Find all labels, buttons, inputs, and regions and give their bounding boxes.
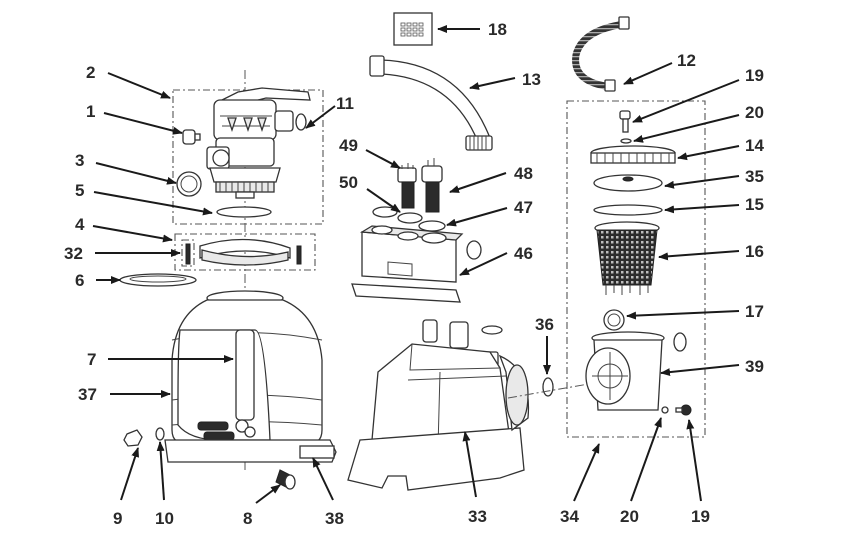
part-35-lid <box>593 174 663 192</box>
part-6-gasket <box>119 273 197 287</box>
callout-20-bottom: 20 <box>620 507 639 526</box>
callout-9: 9 <box>113 509 122 528</box>
callout-34: 34 <box>560 507 579 526</box>
part-47-o-ring <box>418 220 446 232</box>
callout-19-bottom: 19 <box>691 507 710 526</box>
part-36-o-ring <box>542 377 554 397</box>
part-17-nut <box>603 309 625 331</box>
callout-4: 4 <box>75 215 85 234</box>
callout-48: 48 <box>514 164 533 183</box>
part-4-clamp <box>199 238 291 266</box>
part-20-washer-bottom <box>661 406 669 414</box>
part-49-electrode <box>397 163 417 209</box>
pump-motor <box>347 319 530 491</box>
part-3-pressure-gauge <box>176 171 202 197</box>
part-39-strainer-housing <box>585 331 665 411</box>
part-20-washer-top <box>620 138 632 144</box>
callout-6: 6 <box>75 271 84 290</box>
union-ring <box>673 332 687 352</box>
callout-2: 2 <box>86 63 95 82</box>
filter-tank <box>164 290 337 463</box>
callout-3: 3 <box>75 151 84 170</box>
flexible-hose-12 <box>572 16 630 92</box>
part-16-strainer-basket <box>594 221 660 295</box>
callout-5: 5 <box>75 181 84 200</box>
callout-1: 1 <box>86 102 95 121</box>
callout-36: 36 <box>535 315 554 334</box>
callout-10: 10 <box>155 509 174 528</box>
callout-labels: 2 1 11 3 5 4 32 6 7 37 9 10 8 38 18 13 4… <box>64 20 764 528</box>
part-1-cap <box>182 129 201 145</box>
callout-35: 35 <box>745 167 764 186</box>
part-18-parts-bag <box>393 12 433 46</box>
pump-axis-line <box>507 381 601 399</box>
callout-14: 14 <box>745 136 764 155</box>
part-10-o-ring <box>155 427 165 441</box>
callout-47: 47 <box>514 198 533 217</box>
part-46-chlorinator-housing <box>351 225 482 303</box>
callout-19-top: 19 <box>745 66 764 85</box>
part-5-o-ring <box>216 206 272 218</box>
callout-49: 49 <box>339 136 358 155</box>
part-15-o-ring <box>593 204 663 216</box>
callout-16: 16 <box>745 242 764 261</box>
part-14-lid-ring <box>590 145 676 164</box>
callout-50: 50 <box>339 173 358 192</box>
part-9-nut <box>123 429 143 447</box>
callout-17: 17 <box>745 302 764 321</box>
strainer-assembly-box <box>566 100 706 438</box>
callout-46: 46 <box>514 244 533 263</box>
callout-11: 11 <box>336 94 354 113</box>
callout-37: 37 <box>78 385 97 404</box>
callout-7: 7 <box>87 350 96 369</box>
callout-38: 38 <box>325 509 344 528</box>
multiport-valve <box>206 87 311 199</box>
part-8-drain-plug <box>275 469 296 490</box>
callout-8: 8 <box>243 509 252 528</box>
part-13-hose <box>369 55 493 151</box>
callout-12: 12 <box>677 51 696 70</box>
callout-39: 39 <box>745 357 764 376</box>
callout-20-top: 20 <box>745 103 764 122</box>
laterals <box>197 419 256 441</box>
leader-lines <box>92 25 740 504</box>
part-19-drain-plug-top <box>619 110 631 133</box>
callout-13: 13 <box>522 70 541 89</box>
callout-15: 15 <box>745 195 764 214</box>
callout-18: 18 <box>488 20 507 39</box>
callout-32: 32 <box>64 244 83 263</box>
part-32-bolts <box>185 243 302 265</box>
part-19-drain-plug-bottom <box>675 404 692 416</box>
part-48-electrode <box>421 158 443 213</box>
callout-33: 33 <box>468 507 487 526</box>
